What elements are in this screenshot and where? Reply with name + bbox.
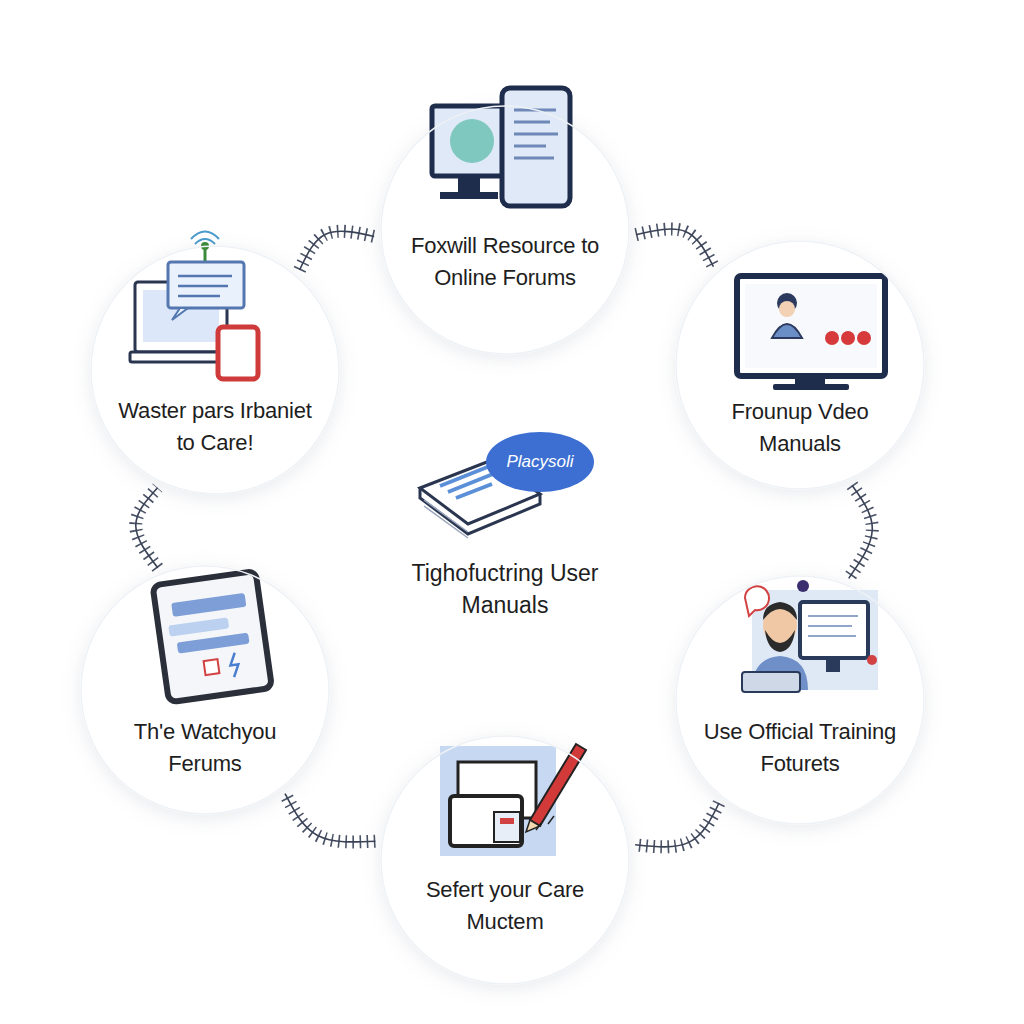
node-text: Frounup Vdeo Manuals [700, 396, 900, 460]
node-text: Waster pars Irbaniet to Care! [110, 395, 320, 459]
tablet-icon [153, 571, 272, 702]
circle-outline [380, 735, 630, 985]
track-connector [300, 231, 375, 270]
resource-circle: Th'e Watchyou Ferums [80, 565, 330, 815]
resource-circle: Frounup Vdeo Manuals [675, 240, 925, 490]
track-connector [636, 229, 713, 267]
track-connector [285, 794, 375, 842]
resource-circle: Use Official Training Foturets [675, 575, 925, 825]
node-text: Foxwill Resource to Online Forums [395, 230, 615, 294]
circle-outline [675, 575, 925, 825]
manual-book-icon [420, 432, 594, 538]
badge-label: Placysoli [485, 450, 595, 474]
node-text: Th'e Watchyou Ferums [105, 716, 305, 780]
video-monitor-icon [737, 276, 885, 390]
trainer-icon [742, 580, 878, 692]
center-label: Tighofuctring User Manuals [370, 557, 640, 621]
resource-circle: Foxwill Resource to Online Forums [380, 105, 630, 355]
devices-icon [130, 232, 258, 380]
circle-outline [80, 565, 330, 815]
node-text: Sefert your Care Muctem [405, 874, 605, 938]
track-connector [849, 485, 873, 578]
circle-outline [90, 245, 340, 495]
frame-pen-icon [440, 744, 586, 856]
resource-circle: Waster pars Irbaniet to Care! [90, 245, 340, 495]
resource-circle: Sefert your Care Muctem [380, 735, 630, 985]
node-text: Use Official Training Foturets [688, 716, 913, 780]
circle-outline [380, 105, 630, 355]
track-connector [635, 803, 719, 847]
track-connector [136, 488, 158, 568]
node-disc [80, 105, 925, 985]
